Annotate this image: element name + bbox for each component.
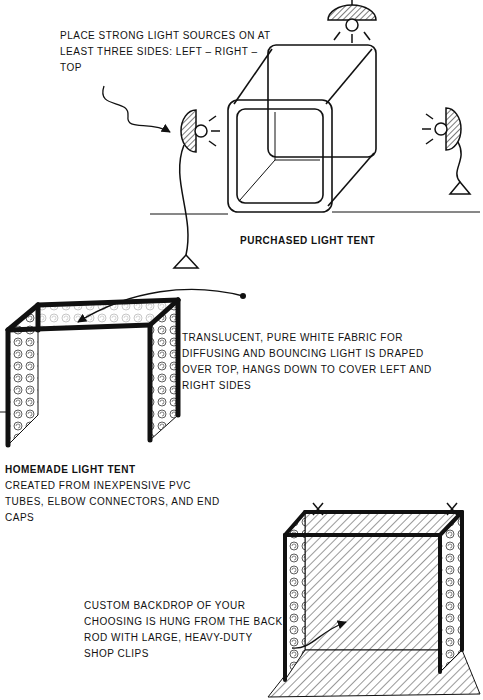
leader-line [78,289,243,322]
note-label: CUSTOM BACKDROP OF YOUR CHOOSING IS HUNG… [84,598,284,662]
note-label: PLACE STRONG LIGHT SOURCES ON AT LEAST T… [60,28,275,76]
top-lamp [328,0,376,43]
backdrop-tent [268,503,480,697]
leader-line [103,86,170,132]
purchased-tent [228,45,376,212]
shop-clip [313,503,457,515]
leader-line [292,622,346,648]
note-label: CREATED FROM INEXPENSIVE PVC TUBES, ELBO… [5,478,220,526]
right-lamp [422,108,470,194]
note-label: TRANSLUCENT, PURE WHITE FABRIC FOR DIFFU… [182,330,432,394]
left-lamp [174,110,220,268]
caption-label: PURCHASED LIGHT TENT [240,233,470,249]
homemade-tent [0,300,178,445]
caption-label: HOMEMADE LIGHT TENT [5,462,225,478]
